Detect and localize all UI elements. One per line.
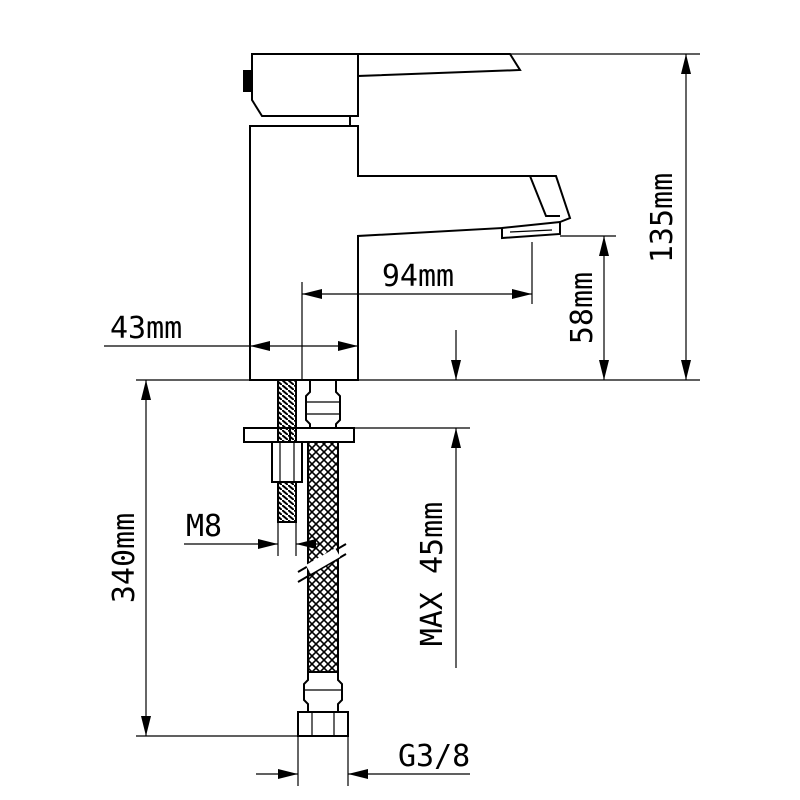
label-m8: M8 [186, 509, 222, 544]
extension-lines [104, 53, 700, 786]
label-135mm: 135mm [645, 173, 680, 263]
dimension-lines [141, 54, 691, 779]
cartridge-collar [262, 115, 351, 126]
break-line-2 [297, 553, 347, 583]
faucet-column [249, 125, 572, 381]
faucet-body [243, 53, 572, 381]
label-58mm: 58mm [565, 272, 600, 344]
label-94mm: 94mm [382, 259, 454, 294]
spout-tip [529, 175, 560, 217]
mounting-plate [243, 427, 355, 443]
label-340mm: 340mm [107, 513, 142, 603]
faucet-handle [251, 53, 522, 117]
label-43mm: 43mm [110, 311, 182, 346]
label-max-45mm: MAX 45mm [415, 502, 450, 647]
g38-nut [297, 711, 349, 737]
mounting-hardware [243, 379, 355, 737]
hose-ferrule [303, 671, 343, 713]
label-g38: G3/8 [398, 739, 470, 774]
mounting-nut [271, 441, 303, 483]
dimension-labels: 135mm 58mm 94mm 43mm 340mm M8 MAX 45mm G… [107, 173, 680, 774]
hose-connector-top [305, 379, 341, 429]
handle-knob [243, 70, 252, 92]
